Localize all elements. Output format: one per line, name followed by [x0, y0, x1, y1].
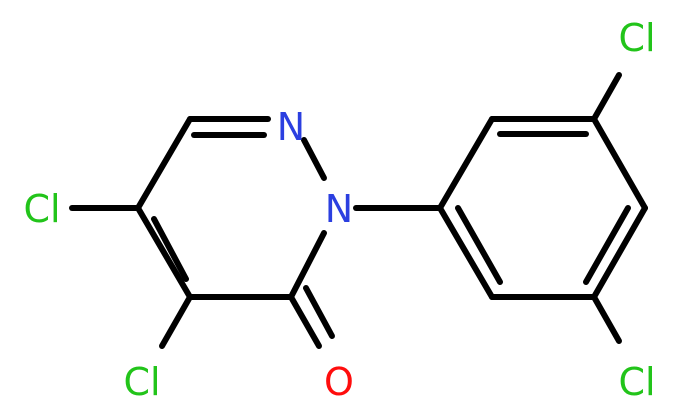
bond-ph4-ph5-double	[583, 205, 631, 285]
bond-ph4-ph5	[591, 205, 648, 300]
bond-ph5-cl	[591, 294, 622, 344]
bond-c3-o-double	[303, 285, 335, 339]
pyridazinone-ring	[135, 116, 327, 300]
bond-ph6-ph1	[437, 205, 495, 300]
bond-c4-c5-double	[151, 216, 189, 282]
bond-ph3-ph4	[591, 116, 648, 211]
chlorine-label-bottom: Cl	[123, 360, 160, 404]
nitrogen-label-ring: N	[325, 187, 353, 231]
phenyl-ring	[437, 72, 648, 344]
bond-c4-c5	[135, 205, 193, 300]
bond-ph1-ph2	[437, 116, 495, 211]
chlorine-label-bottom-right: Cl	[618, 360, 655, 404]
bond-n2-c3	[288, 230, 327, 300]
bond-c4-cl	[159, 294, 193, 349]
bond-c5-c6	[135, 116, 193, 211]
bond-n1-n2	[301, 137, 327, 181]
atom-labels: N N O Cl Cl Cl Cl	[23, 16, 655, 404]
nitrogen-label-top: N	[277, 105, 305, 149]
bond-ph3-cl	[591, 72, 622, 122]
bond-ph6-ph1-double	[455, 205, 503, 285]
bond-c3-o	[288, 294, 322, 349]
chlorine-label-top-right: Cl	[618, 16, 655, 60]
chlorine-label-left: Cl	[23, 187, 60, 231]
oxygen-label: O	[324, 360, 354, 404]
substituent-bonds	[69, 205, 443, 349]
